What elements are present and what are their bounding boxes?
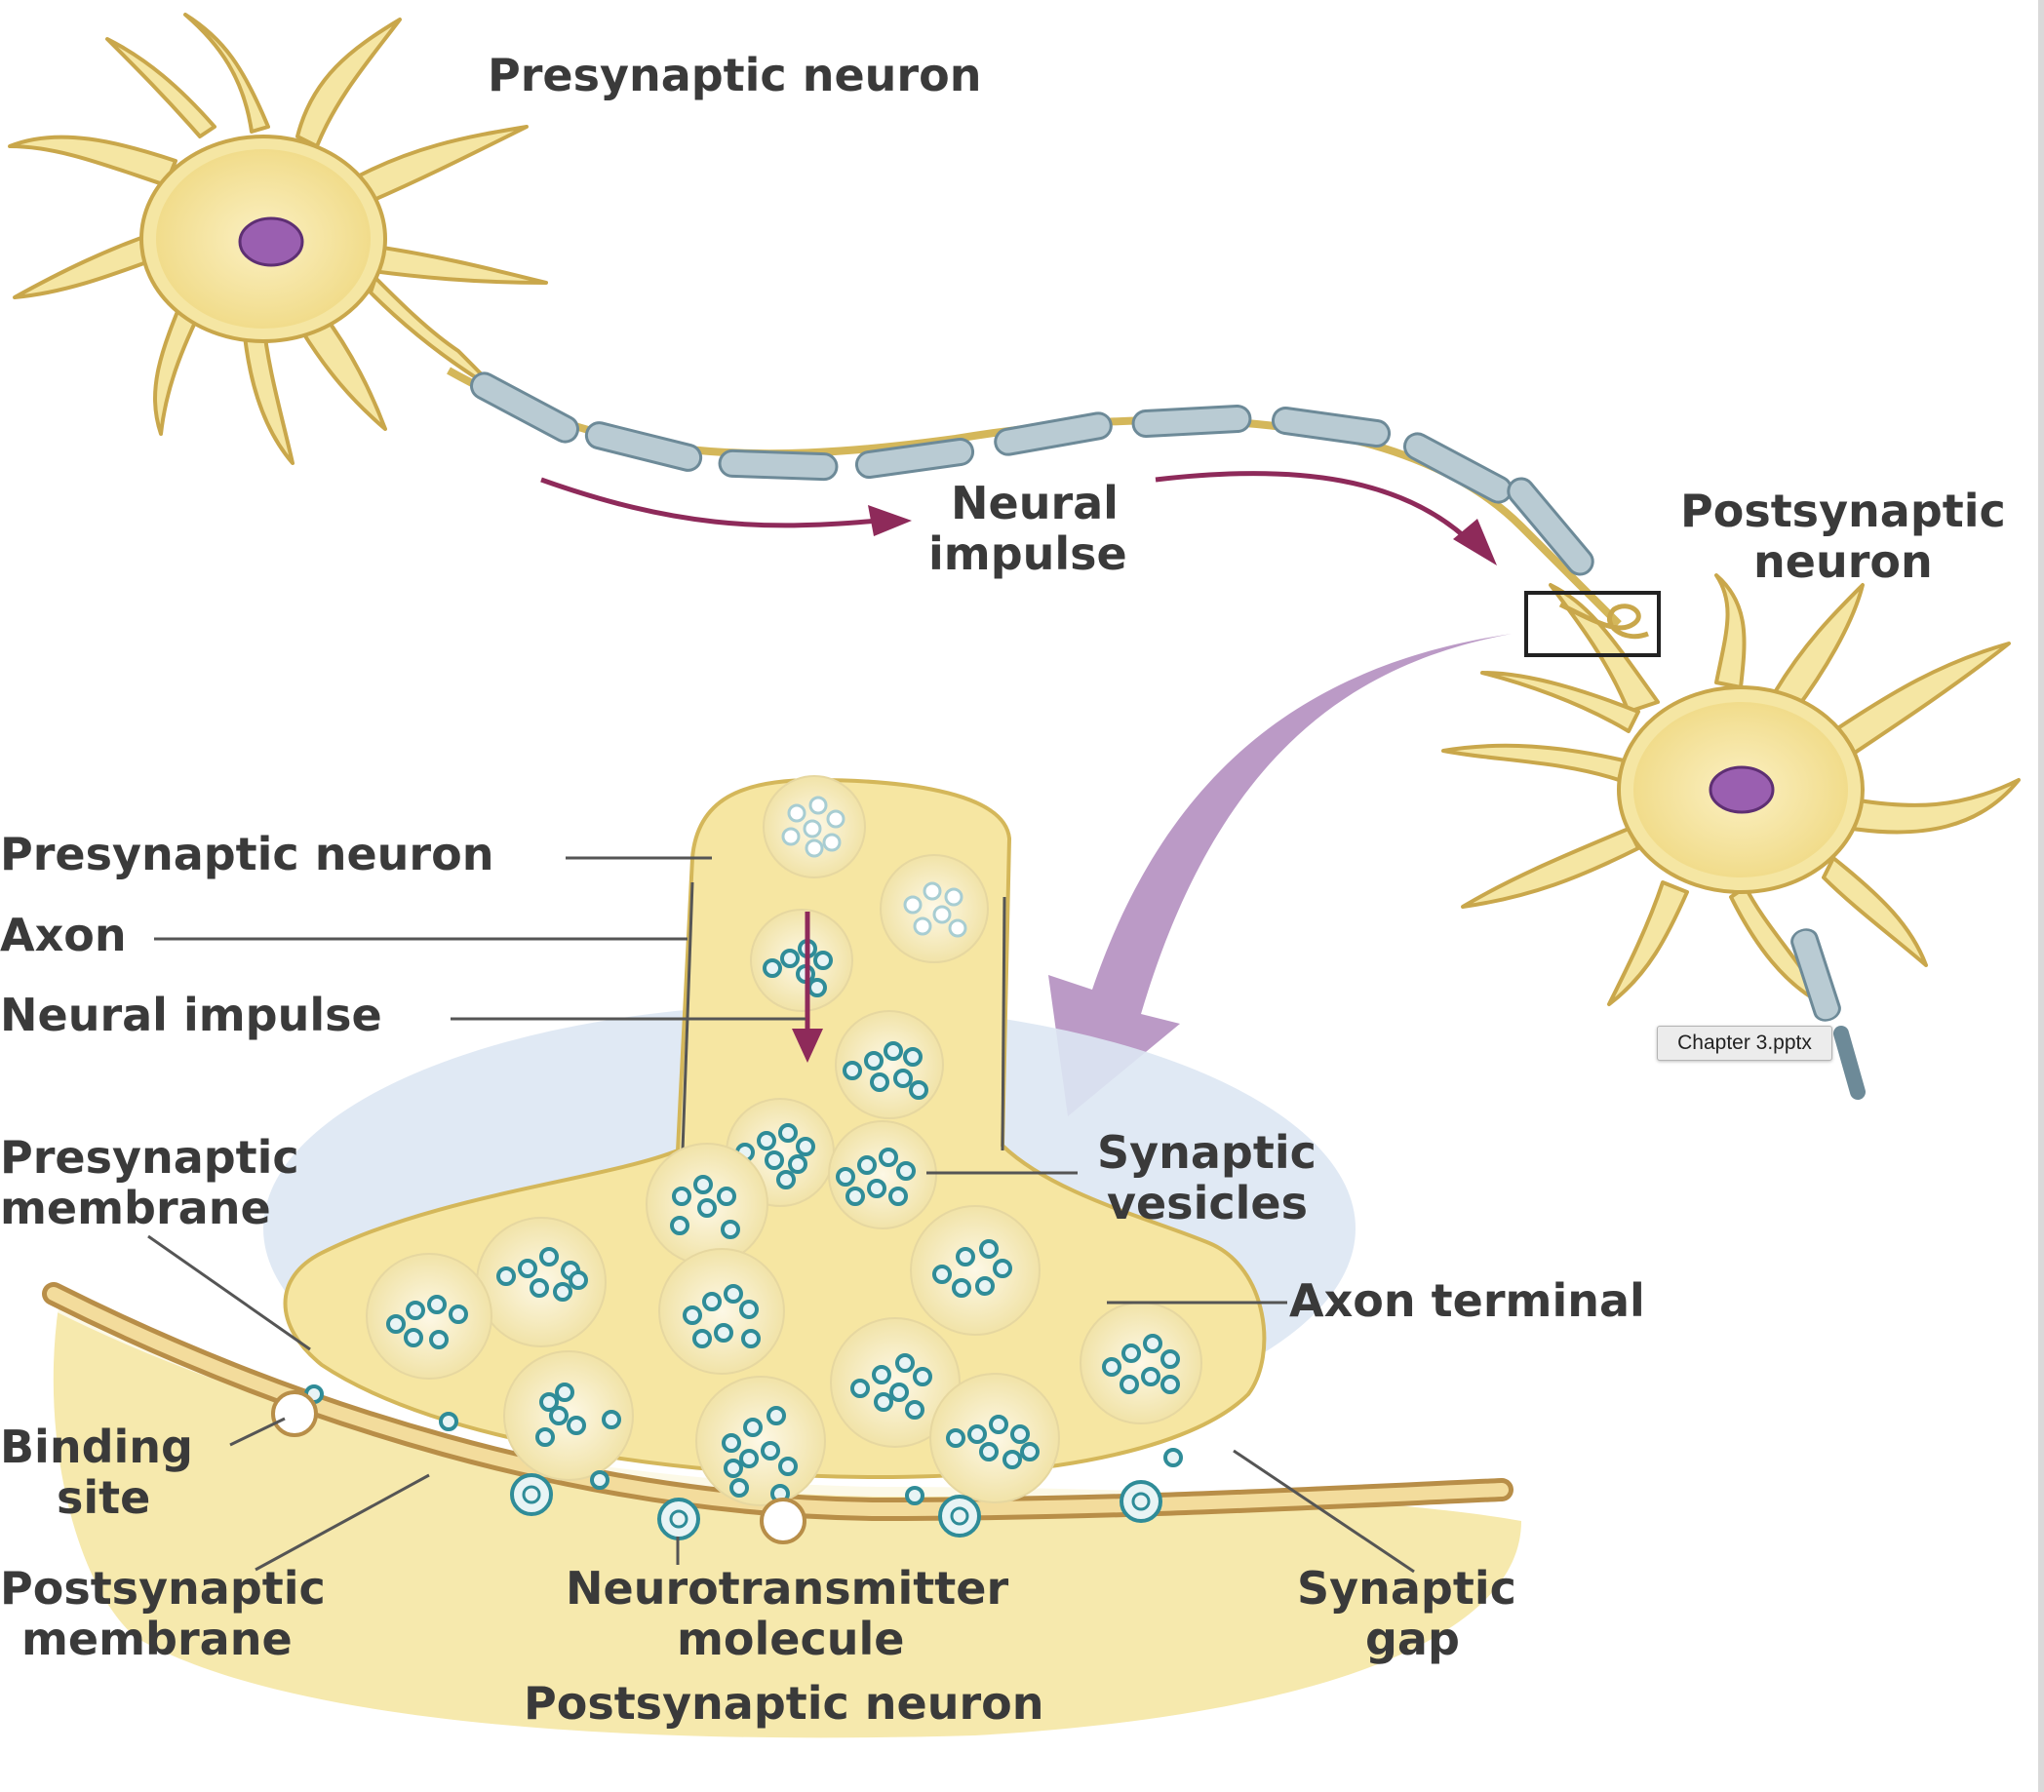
label-neurotransmitter-line1: Neurotransmitter xyxy=(566,1562,1008,1615)
axon-impulse-arrowhead-icon xyxy=(792,1029,823,1063)
impulse-arrowhead-icon xyxy=(1453,519,1497,565)
myelinated-axon xyxy=(447,367,1622,627)
label-postsynaptic-neuron-top-line2: neuron xyxy=(1753,535,1933,588)
label-presynaptic-neuron-top: Presynaptic neuron xyxy=(488,49,981,101)
label-presynaptic-neuron: Presynaptic neuron xyxy=(0,828,493,880)
synaptic-vesicles xyxy=(366,775,1202,1506)
filename-tooltip: Chapter 3.pptx xyxy=(1657,1026,1832,1061)
postsynaptic-membrane xyxy=(42,1282,1513,1522)
leader-lines xyxy=(147,856,1415,1574)
neural-impulse-arrows xyxy=(540,471,1474,546)
label-neurotransmitter-line2: molecule xyxy=(677,1613,904,1665)
label-neural-impulse-top-line2: impulse xyxy=(928,527,1127,580)
label-neural-impulse: Neural impulse xyxy=(0,989,382,1041)
label-binding-site-line2: site xyxy=(57,1471,150,1524)
label-synaptic-vesicles-line2: vesicles xyxy=(1107,1177,1308,1229)
impulse-arrowhead-icon xyxy=(868,505,912,536)
label-axon-terminal: Axon terminal xyxy=(1289,1274,1645,1327)
zoom-box xyxy=(1524,591,1661,657)
presynaptic-neuron-cell xyxy=(8,13,548,465)
label-synaptic-gap-line2: gap xyxy=(1365,1613,1460,1665)
label-postsynaptic-neuron-bottom: Postsynaptic neuron xyxy=(524,1677,1044,1730)
binding-sites xyxy=(271,1390,1162,1544)
terminal-contact xyxy=(1524,591,1661,657)
label-synaptic-vesicles-line1: Synaptic xyxy=(1097,1126,1317,1179)
label-binding-site-line1: Binding xyxy=(0,1421,193,1473)
label-presynaptic-membrane-line1: Presynaptic xyxy=(0,1131,299,1184)
window-edge xyxy=(2038,0,2044,1792)
label-postsynaptic-membrane-line2: membrane xyxy=(21,1613,293,1665)
label-neural-impulse-top-line1: Neural xyxy=(951,477,1119,529)
label-presynaptic-membrane-line2: membrane xyxy=(0,1182,271,1234)
presynaptic-nucleus xyxy=(238,216,304,267)
label-postsynaptic-neuron-top-line1: Postsynaptic xyxy=(1680,485,2006,537)
label-synaptic-gap-line1: Synaptic xyxy=(1297,1562,1516,1615)
postsynaptic-nucleus xyxy=(1709,765,1775,814)
label-postsynaptic-membrane-line1: Postsynaptic xyxy=(0,1562,326,1615)
postsynaptic-neuron-cell xyxy=(1441,573,2021,1100)
label-axon: Axon xyxy=(0,909,127,961)
